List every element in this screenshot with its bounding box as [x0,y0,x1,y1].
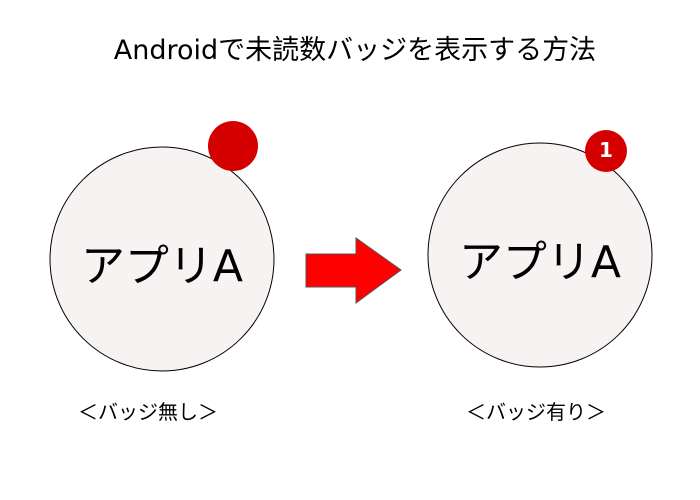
app-icon-after [427,142,653,368]
arrow-right-icon [305,237,402,304]
caption-before: ＜バッジ無し＞ [78,400,218,424]
caption-after: ＜バッジ有り＞ [466,400,606,424]
app-icon-before [49,146,275,372]
badge-count: 1 [599,138,613,162]
app-label-after: アプリA [458,237,622,288]
badge-after [585,130,627,172]
badge-dot-before [208,121,258,171]
app-label-before: アプリA [80,241,244,292]
diagram-title: Androidで未読数バッジを表示する方法 [113,35,597,66]
